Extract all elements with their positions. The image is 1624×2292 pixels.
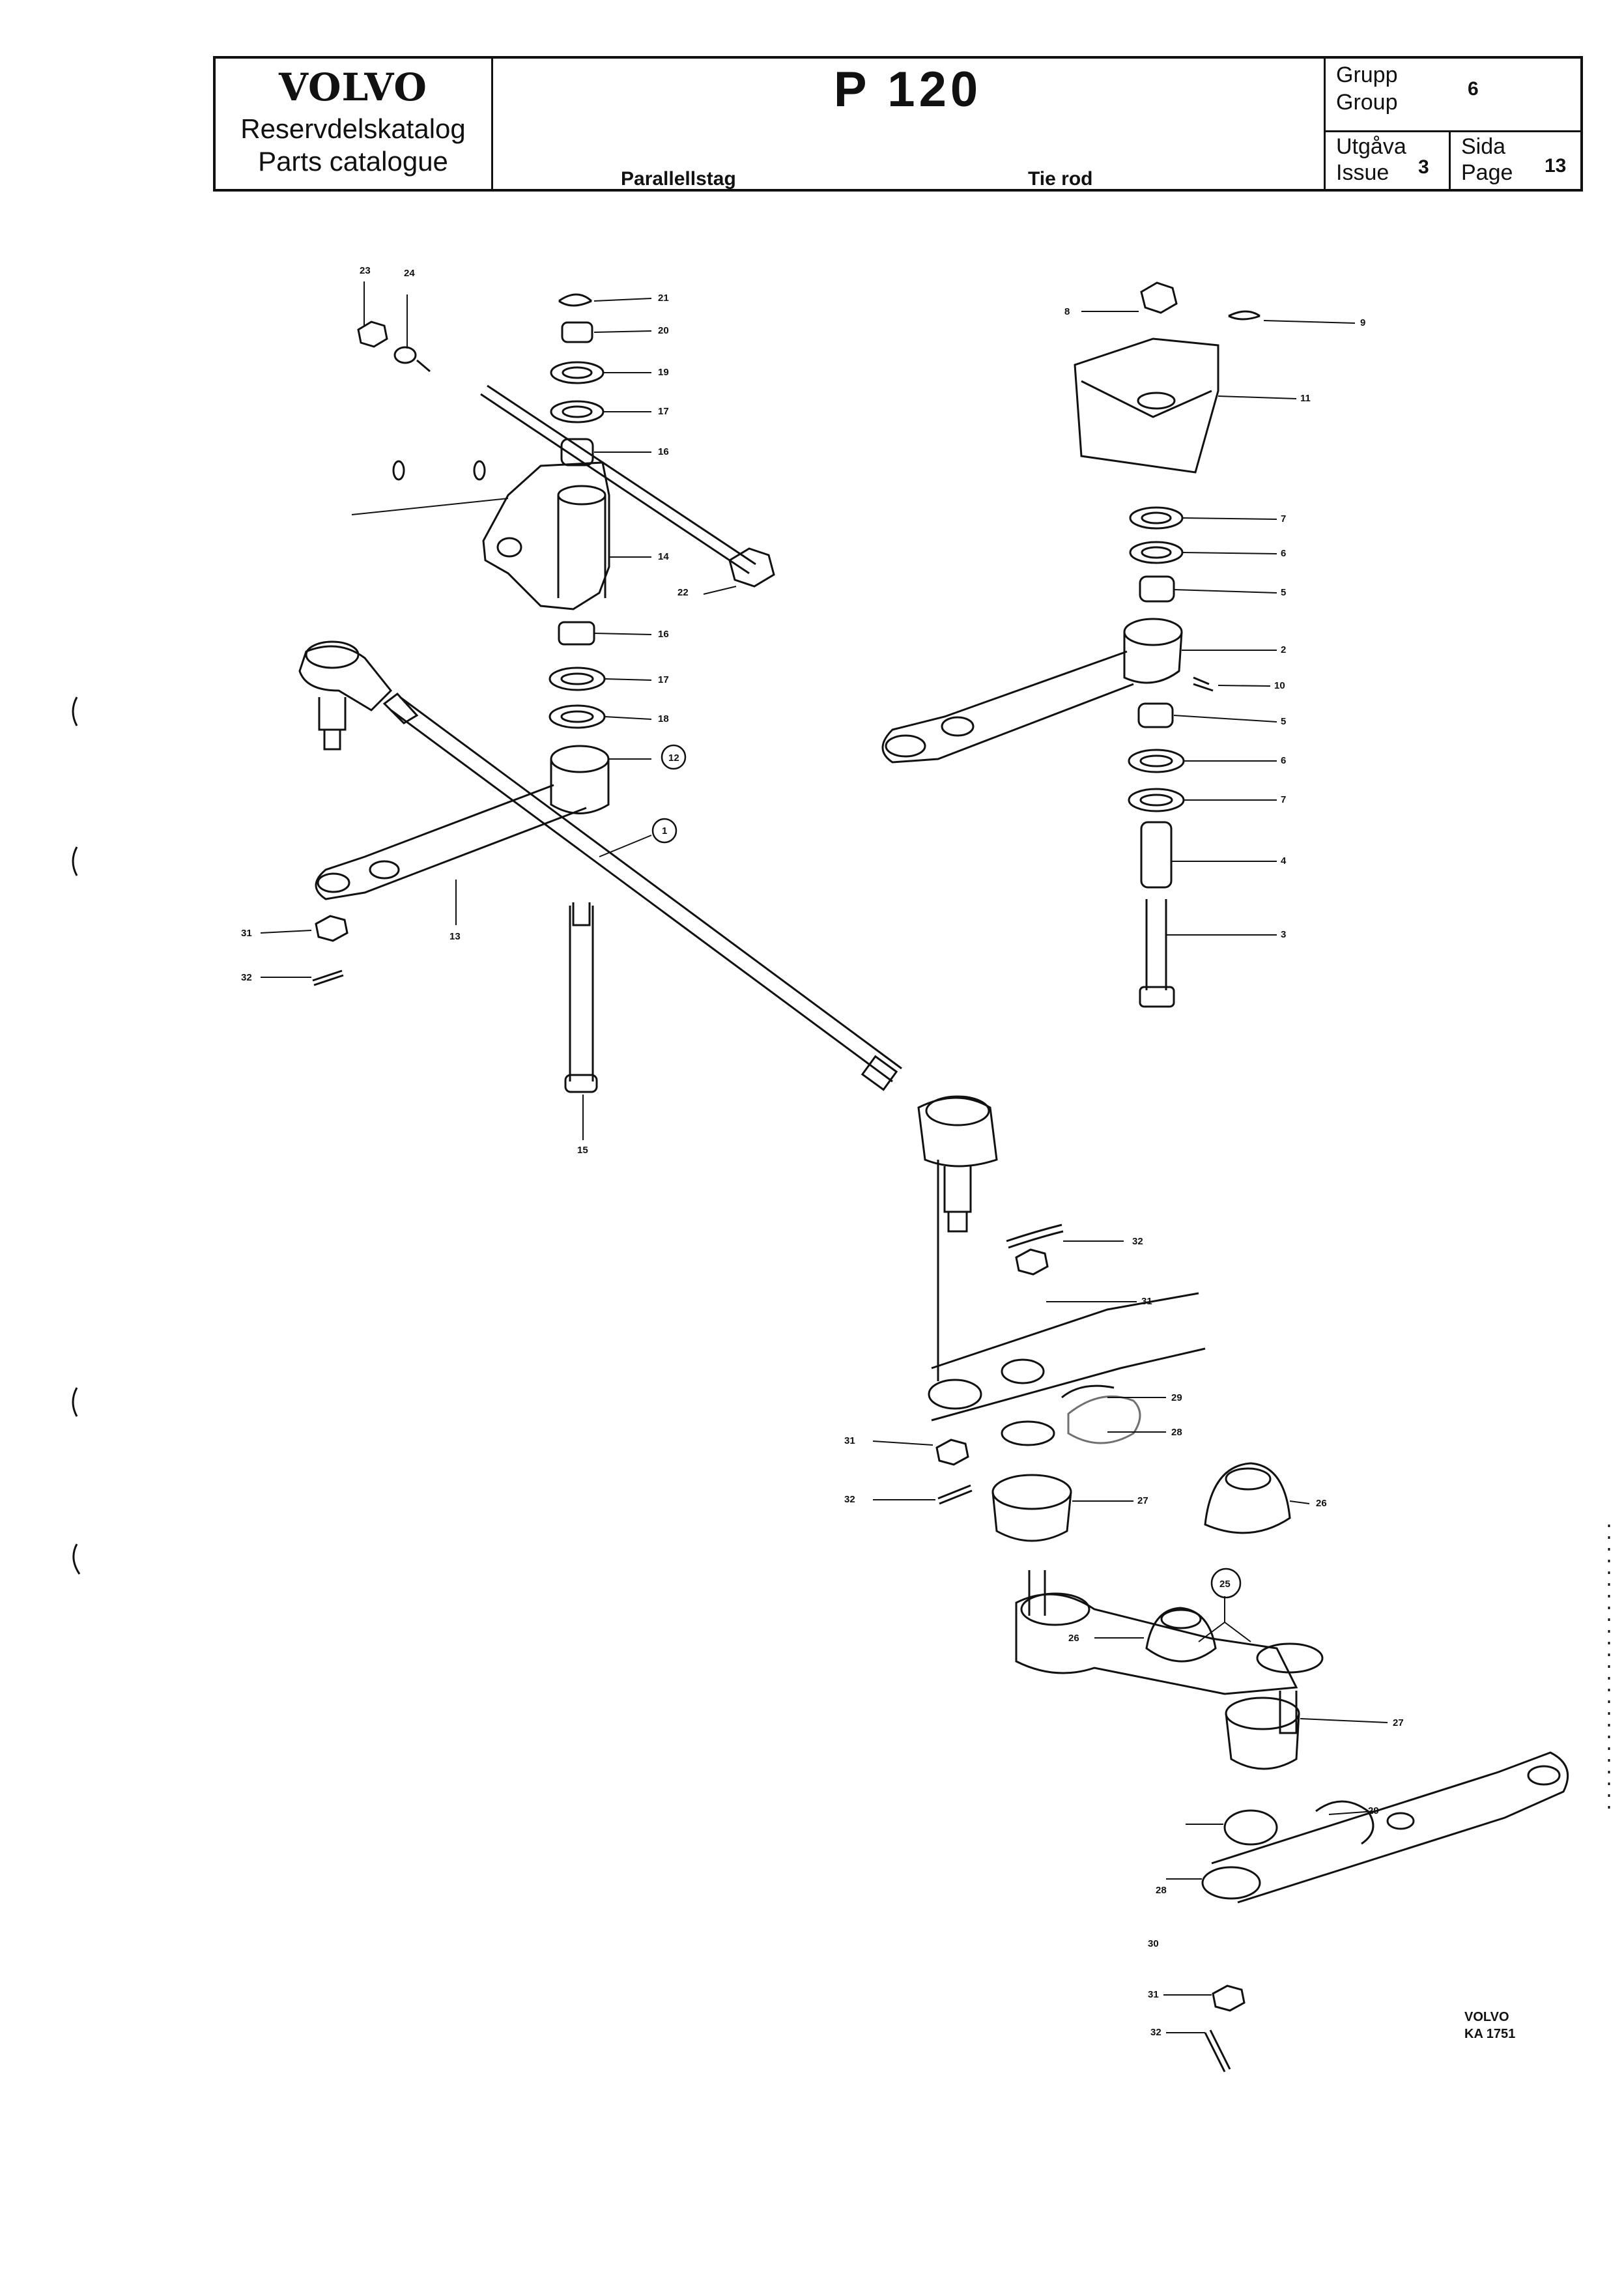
callout-26b: 26 xyxy=(1068,1633,1079,1644)
callout-19: 19 xyxy=(658,367,669,378)
catalog-title-sv: Reservdelskatalog xyxy=(240,113,466,144)
callout-31-left: 31 xyxy=(241,928,252,939)
model-name: P 120 xyxy=(833,62,982,117)
callout-circle-25 xyxy=(1210,1568,1242,1599)
callout-29: 29 xyxy=(1171,1392,1182,1403)
callout-12: 12 xyxy=(668,752,679,764)
page-label-en: Page xyxy=(1461,160,1513,185)
group-label-en: Group xyxy=(1336,90,1398,115)
callout-11: 11 xyxy=(1300,393,1311,404)
callout-32-mid: 32 xyxy=(1132,1236,1143,1247)
callout-23: 23 xyxy=(360,265,371,276)
footer-drawing-code: KA 1751 xyxy=(1464,2027,1515,2041)
callout-circle-1 xyxy=(651,818,677,844)
catalog-title-en: Parts catalogue xyxy=(258,146,448,177)
page-value: 13 xyxy=(1545,155,1567,177)
callout-17b: 17 xyxy=(658,674,669,685)
group-value: 6 xyxy=(1468,78,1479,100)
callout-32b: 32 xyxy=(1150,2027,1161,2038)
callout-3: 3 xyxy=(1281,929,1286,940)
callout-13: 13 xyxy=(449,931,461,942)
callout-18: 18 xyxy=(658,713,669,724)
callout-4: 4 xyxy=(1281,855,1287,867)
callout-1: 1 xyxy=(662,825,667,837)
callout-21: 21 xyxy=(658,293,669,304)
callout-7: 7 xyxy=(1281,513,1286,524)
callout-31-low: 31 xyxy=(844,1435,855,1446)
callout-10: 10 xyxy=(1274,680,1285,691)
callout-7b: 7 xyxy=(1281,794,1286,805)
brand-logo: VOLVO xyxy=(279,65,427,109)
callout-30: 30 xyxy=(1148,1938,1159,1949)
page-label-sv: Sida xyxy=(1461,134,1506,159)
callout-29b: 29 xyxy=(1368,1805,1379,1816)
callout-5: 5 xyxy=(1281,587,1286,598)
title-block: VOLVO Reservdelskatalog Parts catalogue … xyxy=(213,56,1583,192)
callout-16: 16 xyxy=(658,446,669,457)
issue-label-en: Issue xyxy=(1336,160,1389,185)
callout-26: 26 xyxy=(1316,1498,1327,1509)
callout-24: 24 xyxy=(404,268,415,279)
callout-5b: 5 xyxy=(1281,716,1286,727)
callout-16b: 16 xyxy=(658,629,669,640)
callout-8: 8 xyxy=(1064,306,1070,317)
issue-value: 3 xyxy=(1418,156,1429,178)
section-title-sv: Parallellstag xyxy=(621,168,736,190)
callout-28: 28 xyxy=(1171,1427,1182,1438)
callout-27b: 27 xyxy=(1393,1717,1404,1728)
callout-31b: 31 xyxy=(1148,1989,1159,2000)
callout-32-left: 32 xyxy=(241,972,252,983)
callout-circle-12 xyxy=(661,744,687,770)
callout-31-mid: 31 xyxy=(1141,1296,1152,1307)
group-label-sv: Grupp xyxy=(1336,63,1398,87)
callout-14: 14 xyxy=(658,551,669,562)
section-title-en: Tie rod xyxy=(1028,168,1093,190)
callout-27: 27 xyxy=(1137,1495,1148,1506)
callout-25: 25 xyxy=(1219,1579,1231,1590)
callout-15: 15 xyxy=(577,1145,588,1156)
issue-label-sv: Utgåva xyxy=(1336,134,1406,159)
callout-6b: 6 xyxy=(1281,755,1286,766)
callout-6: 6 xyxy=(1281,548,1286,559)
footer-brand: VOLVO xyxy=(1464,2010,1509,2024)
callout-17: 17 xyxy=(658,406,669,417)
callout-22: 22 xyxy=(677,587,689,598)
callout-32-low: 32 xyxy=(844,1494,855,1505)
callout-20: 20 xyxy=(658,325,669,336)
callout-28b: 28 xyxy=(1156,1885,1167,1896)
callout-2: 2 xyxy=(1281,644,1286,655)
callout-9: 9 xyxy=(1360,317,1365,328)
